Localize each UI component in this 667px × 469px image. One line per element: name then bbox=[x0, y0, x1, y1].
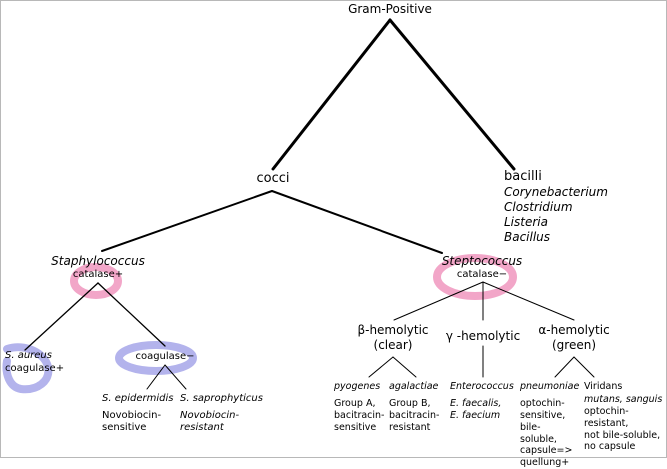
pneumoniae-name: pneumoniae bbox=[520, 381, 580, 392]
node-enterococcus: Enterococcus E. faecalis, E. faecium bbox=[450, 381, 514, 422]
viridans-line-3: not bile-soluble, bbox=[584, 429, 661, 441]
edge-coagneg-epidermidis bbox=[146, 364, 166, 390]
beta-hemolytic-line-2: (clear) bbox=[373, 338, 413, 352]
viridans-name: Viridans bbox=[584, 381, 623, 392]
alpha-hemolytic-line-1: α-hemolytic bbox=[538, 323, 610, 337]
s-epidermidis-name: S. epidermidis bbox=[102, 393, 174, 404]
node-gram-positive: Gram-Positive bbox=[348, 2, 432, 16]
edge-staph-aureus bbox=[24, 282, 99, 351]
pneumoniae-line-4: soluble, bbox=[520, 433, 557, 445]
node-bacilli: bacilli Corynebacterium Clostridium List… bbox=[504, 169, 608, 245]
staphylococcus-label: Staphylococcus bbox=[51, 254, 145, 268]
node-pyogenes: pyogenes Group A, bacitracin- sensitive bbox=[334, 381, 384, 434]
s-epidermidis-line-2: sensitive bbox=[102, 422, 147, 433]
s-saprophyticus-line-2: resistant bbox=[180, 422, 224, 433]
node-streptococcus: Steptococcus catalase− bbox=[437, 254, 527, 282]
pneumoniae-line-5: capsule=> bbox=[520, 445, 573, 457]
edge-beta-agalactiae bbox=[392, 356, 417, 378]
tree-diagram bbox=[2, 18, 595, 394]
agalactiae-line-2: bacitracin- bbox=[389, 409, 440, 421]
beta-hemolytic-line-1: β-hemolytic bbox=[357, 323, 429, 337]
viridans-sub: mutans, sanguis bbox=[584, 393, 663, 405]
bacilli-species-bacillus: Bacillus bbox=[504, 230, 551, 245]
agalactiae-line-3: resistant bbox=[389, 421, 431, 433]
staphylococcus-highlight bbox=[70, 263, 122, 299]
pneumoniae-line-1: optochin- bbox=[520, 397, 565, 409]
node-gamma-hemolytic: γ -hemolytic bbox=[445, 329, 521, 343]
node-alpha-hemolytic: α-hemolytic (green) bbox=[526, 323, 622, 353]
aureus-highlight bbox=[2, 343, 53, 394]
edge-beta-pyogenes bbox=[368, 356, 394, 378]
edge-alpha-pneumoniae bbox=[554, 356, 575, 378]
streptococcus-label: Steptococcus bbox=[441, 254, 523, 268]
alpha-hemolytic-line-2: (green) bbox=[551, 338, 597, 352]
bacilli-species-clostridium: Clostridium bbox=[504, 200, 573, 215]
viridans-line-2: resistant, bbox=[584, 417, 629, 429]
node-agalactiae: agalactiae Group B, bacitracin- resistan… bbox=[389, 381, 439, 434]
node-s-epidermidis: S. epidermidis Novobiocin- sensitive bbox=[102, 393, 173, 435]
staphylococcus-test: catalase+ bbox=[72, 269, 124, 280]
edge-cocci-strep bbox=[271, 190, 443, 254]
streptococcus-test: catalase− bbox=[456, 269, 508, 280]
enterococcus-name: Enterococcus bbox=[450, 381, 514, 392]
viridans-line-1: optochin- bbox=[584, 405, 629, 417]
s-saprophyticus-name: S. saprophyticus bbox=[180, 393, 263, 404]
pyogenes-line-2: bacitracin- bbox=[334, 409, 385, 421]
node-beta-hemolytic: β-hemolytic (clear) bbox=[345, 323, 441, 353]
bacilli-species-listeria: Listeria bbox=[504, 215, 548, 230]
edge-root-cocci bbox=[271, 18, 392, 171]
edge-root-bacilli bbox=[388, 18, 516, 171]
pyogenes-line-3: sensitive bbox=[334, 421, 377, 433]
s-aureus-name: S. aureus bbox=[5, 350, 52, 361]
edge-coagneg-saprophyticus bbox=[164, 364, 187, 390]
agalactiae-line-1: Group B, bbox=[389, 397, 431, 409]
viridans-line-4: no capsule bbox=[584, 441, 636, 453]
pneumoniae-line-2: sensitive, bbox=[520, 409, 566, 421]
node-pneumoniae: pneumoniae optochin- sensitive, bile- so… bbox=[520, 381, 579, 469]
pneumoniae-line-6: quellung+ bbox=[520, 457, 570, 469]
node-cocci: cocci bbox=[256, 171, 290, 186]
edge-alpha-viridans bbox=[573, 356, 595, 378]
node-coagulase-negative: coagulase− bbox=[135, 351, 195, 362]
s-saprophyticus-line-1: Novobiocin- bbox=[180, 409, 240, 421]
pyogenes-line-1: Group A, bbox=[334, 397, 376, 409]
node-viridans: Viridans mutans, sanguis optochin- resis… bbox=[584, 381, 662, 453]
agalactiae-name: agalactiae bbox=[389, 381, 439, 392]
bacilli-species-corynebacterium: Corynebacterium bbox=[504, 185, 608, 200]
s-aureus-test: coagulase+ bbox=[5, 362, 65, 374]
node-s-aureus: S. aureus coagulase+ bbox=[5, 350, 64, 375]
streptococcus-highlight bbox=[433, 254, 517, 300]
s-epidermidis-line-1: Novobiocin- bbox=[102, 409, 162, 421]
pneumoniae-line-3: bile- bbox=[520, 421, 541, 433]
edge-strep-beta bbox=[393, 281, 484, 321]
edge-strep-alpha bbox=[482, 281, 575, 321]
node-staphylococcus: Staphylococcus catalase+ bbox=[51, 254, 145, 282]
bacilli-label: bacilli bbox=[504, 169, 542, 184]
enterococcus-line-2: E. faecium bbox=[450, 409, 501, 421]
enterococcus-line-1: E. faecalis, bbox=[450, 397, 502, 409]
edge-cocci-staph bbox=[101, 190, 273, 252]
coagulase-negative-highlight bbox=[115, 341, 197, 375]
node-s-saprophyticus: S. saprophyticus Novobiocin- resistant bbox=[180, 393, 263, 435]
pyogenes-name: pyogenes bbox=[334, 381, 381, 392]
edge-staph-coagneg bbox=[97, 282, 166, 347]
